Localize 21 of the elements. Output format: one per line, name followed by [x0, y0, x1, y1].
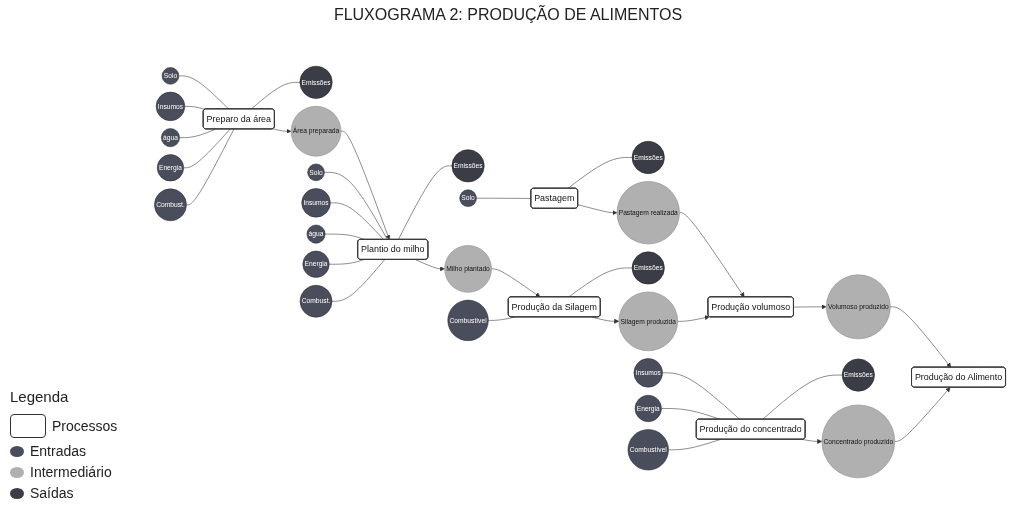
- legend-text: Intermediário: [30, 464, 112, 480]
- connector: [762, 374, 843, 420]
- legend-title: Legenda: [10, 388, 69, 405]
- diagram-title: FLUXOGRAMA 2: PRODUÇÃO DE ALIMENTOS: [333, 6, 683, 24]
- connector: [186, 128, 235, 206]
- connector: [324, 172, 388, 240]
- connector: [331, 259, 385, 302]
- connector: [184, 106, 206, 110]
- connector: [398, 165, 453, 240]
- legend-text: Processos: [52, 418, 118, 434]
- connector: [476, 197, 532, 199]
- connector: [183, 128, 231, 169]
- connector: [567, 157, 633, 189]
- legend-text: Entradas: [30, 443, 87, 459]
- connector: [178, 75, 230, 110]
- legend-text: Saídas: [30, 485, 74, 501]
- connector: [568, 267, 633, 298]
- connector: [662, 372, 741, 420]
- connector: [250, 82, 301, 110]
- connector: [179, 128, 216, 138]
- connector: [330, 202, 384, 240]
